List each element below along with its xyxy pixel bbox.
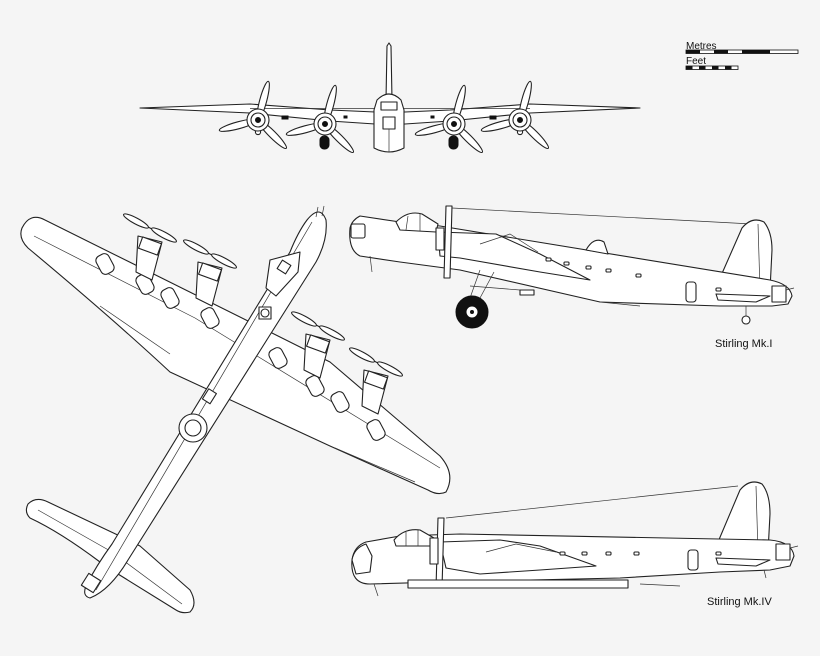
feet-label: Feet (686, 56, 706, 67)
plan-wing-panel-6 (305, 375, 325, 397)
plan-nacelle-1 (123, 213, 177, 281)
mk4-label: Stirling Mk.IV (707, 596, 772, 608)
plan-wing-panel-4 (200, 307, 220, 329)
metres-label: Metres (686, 41, 717, 52)
mk1-propeller (443, 205, 453, 279)
mk4-canopy (393, 529, 435, 547)
metres-bar (685, 49, 799, 54)
plan-wing-panel-8 (366, 419, 386, 441)
plan-nacelle-2 (183, 239, 237, 307)
mk1-dorsal-turret (585, 239, 609, 255)
mk1-canopy (395, 212, 439, 233)
side-view-mk4: Stirling Mk.IV (351, 481, 799, 608)
mk1-fin (719, 219, 773, 291)
scale-bar: Metres Feet (685, 41, 799, 70)
plan-nacelle-3 (291, 311, 345, 379)
mk4-fin (717, 481, 771, 553)
front-fin (385, 42, 393, 101)
front-wheel-right (448, 135, 459, 150)
plan-nacelle-4 (349, 347, 403, 415)
mk4-nacelle (439, 539, 597, 575)
plan-view (20, 205, 451, 614)
side-view-mk1: Stirling Mk.I (349, 205, 795, 350)
front-engine-3 (414, 84, 484, 154)
front-engine-1 (218, 80, 288, 150)
feet-bar (685, 65, 739, 70)
mk1-label: Stirling Mk.I (715, 338, 772, 350)
plan-cockpit (265, 251, 301, 297)
plan-wing-panel-7 (330, 391, 350, 413)
plan-wing-panel-5 (268, 347, 288, 369)
plan-tail-turret (80, 572, 102, 594)
plan-wing-panel-3 (160, 287, 180, 309)
front-engine-2 (285, 84, 355, 154)
mk1-nacelle (437, 231, 591, 281)
front-wheel-left (319, 135, 330, 150)
front-view (139, 42, 641, 154)
plan-wing-panel-1 (95, 253, 115, 275)
front-engine-4 (480, 80, 550, 150)
